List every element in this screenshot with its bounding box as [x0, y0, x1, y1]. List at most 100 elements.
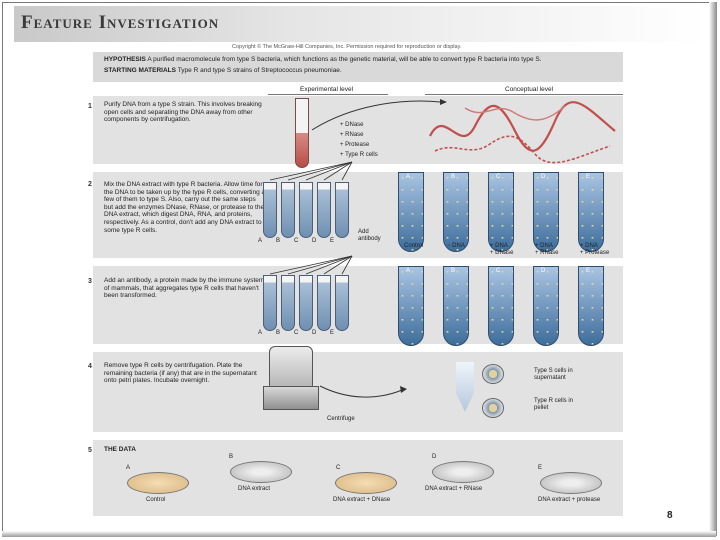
pellet-label: Type R cells in pellet [534, 398, 574, 411]
tube-letter-d-step3: D [312, 330, 317, 336]
conceptual-tube-a-step3 [398, 266, 424, 346]
step-1-label-type-r: + Type R cells [340, 152, 378, 158]
step-1-number: 1 [88, 103, 92, 110]
conceptual-letter-a-step3: A [406, 268, 411, 274]
step-1-text: Purify DNA from a type S strain. This in… [104, 101, 262, 124]
step-4-number: 4 [88, 363, 92, 370]
step-2-text: Mix the DNA extract with type R bacteria… [104, 181, 266, 234]
plate-label-b: DNA extract [238, 486, 271, 492]
hypothesis-box [93, 52, 623, 82]
tube-c-step3 [299, 275, 313, 331]
slide-shadow-right [709, 2, 717, 536]
plate-letter-b: B [229, 454, 234, 460]
conceptual-tube-a [398, 172, 424, 252]
conceptual-letter-a: A [406, 174, 411, 180]
pellet-inset [482, 398, 504, 418]
condition-c-line2: + DNase [490, 250, 514, 256]
condition-a-line1: Control [404, 243, 424, 249]
page-number: 8 [667, 510, 673, 521]
tube-letter-c-step3: C [294, 330, 299, 336]
step-2-number: 2 [88, 181, 92, 188]
centrifuge-label: Centrifuge [327, 416, 355, 422]
materials-text: Type R and type S strains of Streptococc… [177, 67, 342, 74]
conceptual-letter-d-step3: D [541, 268, 546, 274]
tube-letter-b: B [276, 238, 281, 244]
tube-c [299, 182, 313, 238]
conceptual-tube-c [488, 172, 514, 252]
centrifuge-tube [456, 362, 474, 412]
hypothesis-line: HYPOTHESIS A purified macromolecule from… [104, 56, 542, 63]
conceptual-tube-c-step3 [488, 266, 514, 346]
step-4-box [93, 352, 623, 432]
plate-letter-d: D [432, 454, 437, 460]
condition-e-line1: + DNA [580, 243, 598, 249]
condition-d-line1: + DNA [535, 243, 553, 249]
conceptual-tube-d-step3 [533, 266, 559, 346]
copyright-notice: Copyright © The McGraw-Hill Companies, I… [232, 44, 462, 50]
step-5-number: 5 [88, 447, 92, 454]
plate-letter-e: E [538, 465, 543, 471]
plate-label-e: DNA extract + protease [538, 497, 601, 503]
petri-dish-d [432, 461, 494, 483]
column-conceptual: Conceptual level [505, 86, 554, 93]
centrifuge-base [263, 386, 319, 410]
tube-e [335, 182, 349, 238]
condition-e-line2: + Protease [580, 250, 610, 256]
hypothesis-text: A purified macromolecule from type S bac… [147, 56, 542, 63]
conceptual-letter-b-step3: B [451, 268, 456, 274]
tube-a [263, 182, 277, 238]
tube-d [317, 182, 331, 238]
tube-d-step3 [317, 275, 331, 331]
tube-letter-a: A [258, 238, 263, 244]
tube-e-step3 [335, 275, 349, 331]
plate-label-d: DNA extract + RNase [425, 486, 483, 492]
step-3-arrows [269, 255, 353, 275]
step-3-number: 3 [88, 278, 92, 285]
step-1-label-protease: + Protease [340, 142, 370, 148]
plate-label-a: Control [146, 497, 166, 503]
condition-c-line1: + DNA [490, 243, 508, 249]
add-antibody-label: Add antibody [358, 229, 381, 242]
title-banner [14, 6, 704, 42]
column-rule-conceptual [425, 94, 623, 95]
step-2-arrows [269, 161, 353, 181]
conceptual-letter-c: C [496, 174, 501, 180]
step-1-box [93, 96, 623, 164]
slide-title: Feature Investigation [21, 12, 220, 33]
supernatant-inset [482, 364, 504, 384]
centrifuge-icon [269, 346, 313, 388]
petri-dish-a [127, 472, 189, 494]
conceptual-tube-d [533, 172, 559, 252]
column-rule-experimental [268, 94, 388, 95]
column-experimental: Experimental level [300, 86, 354, 93]
dna-extract-tube [295, 98, 309, 168]
step-5-text: THE DATA [104, 446, 136, 453]
step-4-arrow [319, 385, 407, 398]
conceptual-tube-b-step3 [443, 266, 469, 346]
conceptual-letter-e-step3: E [586, 268, 591, 274]
tube-letter-c: C [294, 238, 299, 244]
petri-dish-e [540, 472, 602, 494]
tube-a-step3 [263, 275, 277, 331]
conceptual-letter-d: D [541, 174, 546, 180]
step-1-label-rnase: + RNase [340, 132, 364, 138]
petri-dish-b [230, 461, 292, 483]
conceptual-letter-c-step3: C [496, 268, 501, 274]
step-1-arrow [311, 99, 447, 131]
materials-label: STARTING MATERIALS [104, 67, 176, 74]
tube-letter-e: E [330, 238, 335, 244]
slide-shadow-bottom [2, 531, 716, 537]
tube-letter-e-step3: E [330, 330, 335, 336]
tube-b-step3 [281, 275, 295, 331]
tube-letter-a-step3: A [258, 330, 263, 336]
tube-letter-b-step3: B [276, 330, 281, 336]
conceptual-tube-b [443, 172, 469, 252]
step-4-text: Remove type R cells by centrifugation. P… [104, 362, 257, 385]
materials-line: STARTING MATERIALS Type R and type S str… [104, 67, 342, 74]
step-3-text: Add an antibody, a protein made by the i… [104, 277, 265, 300]
plate-label-c: DNA extract + DNase [333, 497, 391, 503]
step-1-label-dnase: + DNase [340, 122, 364, 128]
tube-letter-d: D [312, 238, 317, 244]
conceptual-tube-e-step3 [578, 266, 604, 346]
dna-strands-illustration [429, 101, 616, 164]
